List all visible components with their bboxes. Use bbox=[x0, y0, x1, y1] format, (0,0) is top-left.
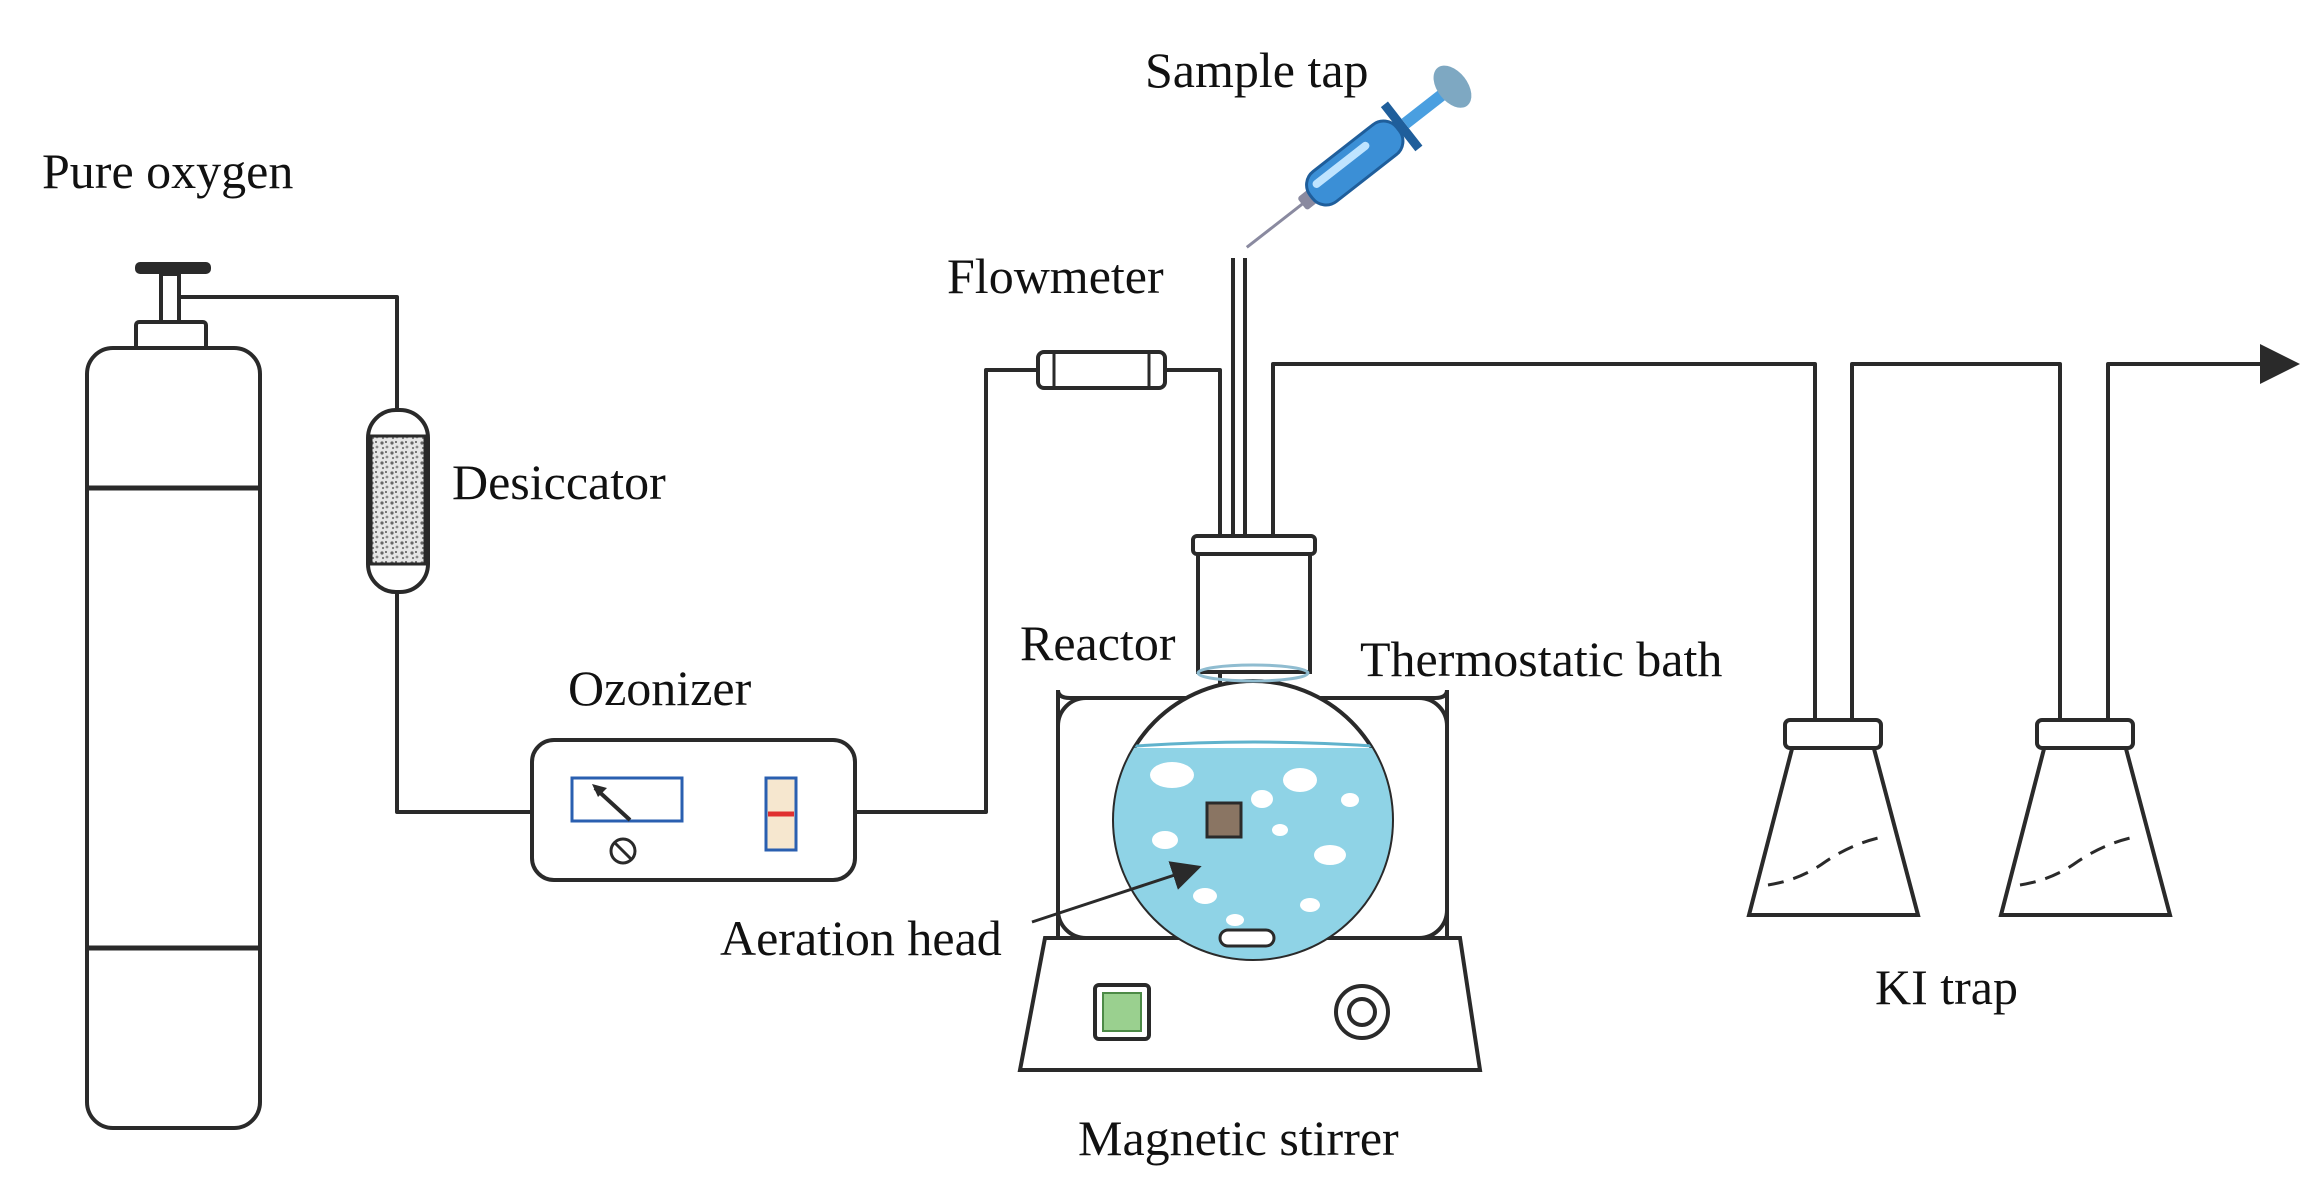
oxygen-cylinder bbox=[85, 262, 262, 1130]
flowmeter bbox=[1036, 350, 1167, 390]
ki-trap-1 bbox=[1746, 718, 1921, 917]
cylinder-valve-handle bbox=[135, 262, 211, 274]
desiccator bbox=[366, 408, 430, 594]
label-aeration-head: Aeration head bbox=[720, 910, 1002, 966]
aeration-head-pointer bbox=[1031, 861, 1202, 924]
label-flowmeter: Flowmeter bbox=[947, 248, 1164, 304]
tubing bbox=[178, 258, 2300, 820]
sample-syringe-icon bbox=[1245, 65, 1472, 249]
label-sample-tap: Sample tap bbox=[1145, 42, 1369, 98]
label-reactor: Reactor bbox=[1020, 615, 1176, 671]
label-thermostatic-bath: Thermostatic bath bbox=[1360, 631, 1722, 687]
ki-trap-2 bbox=[1998, 718, 2173, 917]
label-pure-oxygen: Pure oxygen bbox=[42, 143, 293, 199]
label-ki-trap: KI trap bbox=[1875, 959, 2018, 1015]
label-desiccator: Desiccator bbox=[452, 454, 666, 510]
ozonizer-gauge bbox=[570, 776, 684, 823]
label-ozonizer: Ozonizer bbox=[568, 660, 752, 716]
stir-bar bbox=[1218, 928, 1276, 948]
ozonizer bbox=[530, 738, 857, 882]
label-magnetic-stirrer: Magnetic stirrer bbox=[1078, 1110, 1399, 1166]
aeration-head bbox=[1205, 801, 1243, 839]
